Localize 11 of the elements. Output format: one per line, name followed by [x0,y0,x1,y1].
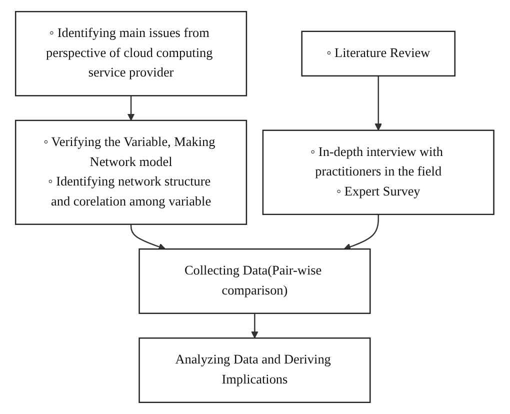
arrow [375,76,382,131]
node-box: Collecting Data(Pair-wise comparison) [138,248,372,314]
arrow [344,214,380,250]
arrow [130,224,166,250]
node-box: ◦ In-depth interview with practitioners in the field ◦ Expert Survey [262,130,495,216]
arrow [251,313,259,338]
arrow [128,96,135,121]
node-box: ◦ Identifying main issues from perspective of cloud computing service provider [15,10,248,96]
node-box: Analyzing Data and Deriving Implications [138,337,372,403]
node-box: ◦ Verifying the Variable, Making Network model ◦ Identifying network structure and corelation among variable [15,120,248,225]
node-box: ◦ Literature Review [302,30,456,77]
